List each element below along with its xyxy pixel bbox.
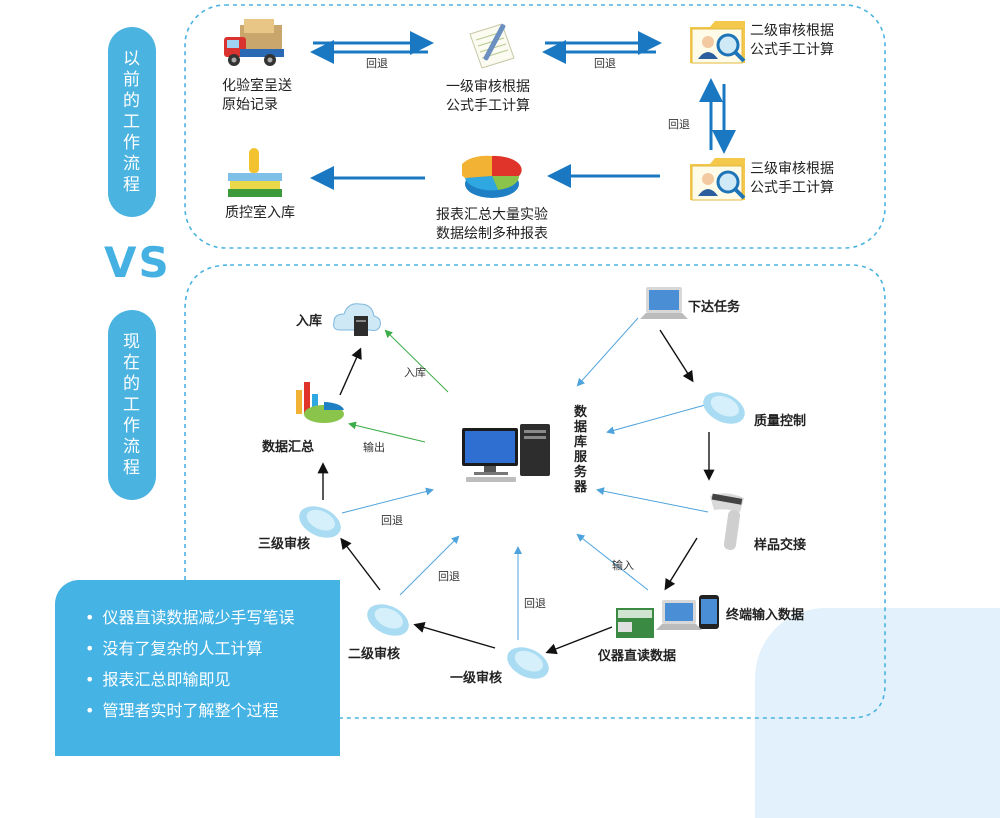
node-level2: 二级审核 [348, 647, 401, 662]
old-arrows [310, 31, 736, 190]
benefit-item: 仪器直读数据减少手写笔误 [85, 602, 340, 633]
benefit-item: 报表汇总即输即见 [85, 664, 340, 695]
document-pen-icon [469, 23, 515, 69]
node-instrument: 仪器直读数据 [598, 649, 677, 664]
old-process-box [184, 4, 886, 249]
return-label-b: 回退 [594, 57, 616, 70]
vs-label: VS [104, 238, 171, 287]
mouse-icon [299, 506, 341, 538]
old-node-lab-submit: 化验室呈送原始记录 [222, 78, 292, 113]
new-output-arrows [348, 329, 449, 443]
instrument-icon [616, 600, 702, 638]
new-process-box [184, 264, 886, 719]
new-server-arrows [341, 317, 709, 640]
tablet-icon [699, 595, 719, 629]
barcode-scanner-icon [710, 493, 744, 550]
edge-label-return1: 回退 [524, 597, 546, 610]
old-node-report: 报表汇总大量实验数据绘制多种报表 [436, 207, 548, 242]
return-label-a: 回退 [366, 57, 388, 70]
node-quality: 质量控制 [754, 414, 807, 429]
cloud-server-icon [333, 303, 381, 336]
benefit-item: 没有了复杂的人工计算 [85, 633, 340, 664]
node-sample: 样品交接 [754, 538, 807, 553]
benefit-item: 管理者实时了解整个过程 [85, 695, 340, 726]
node-task: 下达任务 [688, 300, 741, 315]
old-node-first-review: 一级审核根据公式手工计算 [446, 79, 530, 114]
diagram-lines [184, 4, 886, 719]
edge-label-return2: 回退 [438, 570, 460, 583]
mouse-icon [367, 604, 409, 636]
node-terminal: 终端输入数据 [726, 608, 805, 623]
edge-label-output: 输出 [363, 441, 385, 454]
new-process-side-label: 现在的工作流程 [108, 310, 156, 500]
mouse-icon [507, 647, 549, 679]
node-summary: 数据汇总 [262, 440, 315, 455]
laptop-icon [640, 287, 688, 319]
node-level1: 一级审核 [450, 671, 503, 686]
node-level3: 三级审核 [258, 537, 311, 552]
books-trophy-icon [228, 148, 282, 197]
benefits-panel: 仪器直读数据减少手写笔误 没有了复杂的人工计算 报表汇总即输即见 管理者实时了解… [55, 580, 340, 756]
old-process-side-label: 以前的工作流程 [108, 27, 156, 217]
database-server-label: 数据库服务器 [574, 405, 588, 495]
background-shape [755, 608, 1000, 818]
pie-chart-icon [462, 155, 522, 198]
old-node-third-review: 三级审核根据公式手工计算 [750, 161, 834, 196]
old-node-storage: 质控室入库 [225, 205, 295, 221]
node-storage: 入库 [296, 314, 323, 329]
mouse-icon [703, 392, 745, 424]
folder-user-search-icon [690, 158, 746, 201]
chart-icon [296, 382, 344, 423]
old-node-second-review: 二级审核根据公式手工计算 [750, 23, 834, 58]
edge-label-storage: 入库 [404, 366, 426, 379]
edge-label-return3: 回退 [381, 514, 403, 527]
computer-monitor-icon [462, 424, 550, 482]
edge-label-input: 输入 [612, 559, 634, 572]
delivery-truck-icon [224, 19, 284, 66]
new-flow-arrows [317, 329, 715, 655]
folder-user-search-icon [690, 21, 746, 64]
return-label-c: 回退 [668, 118, 690, 131]
